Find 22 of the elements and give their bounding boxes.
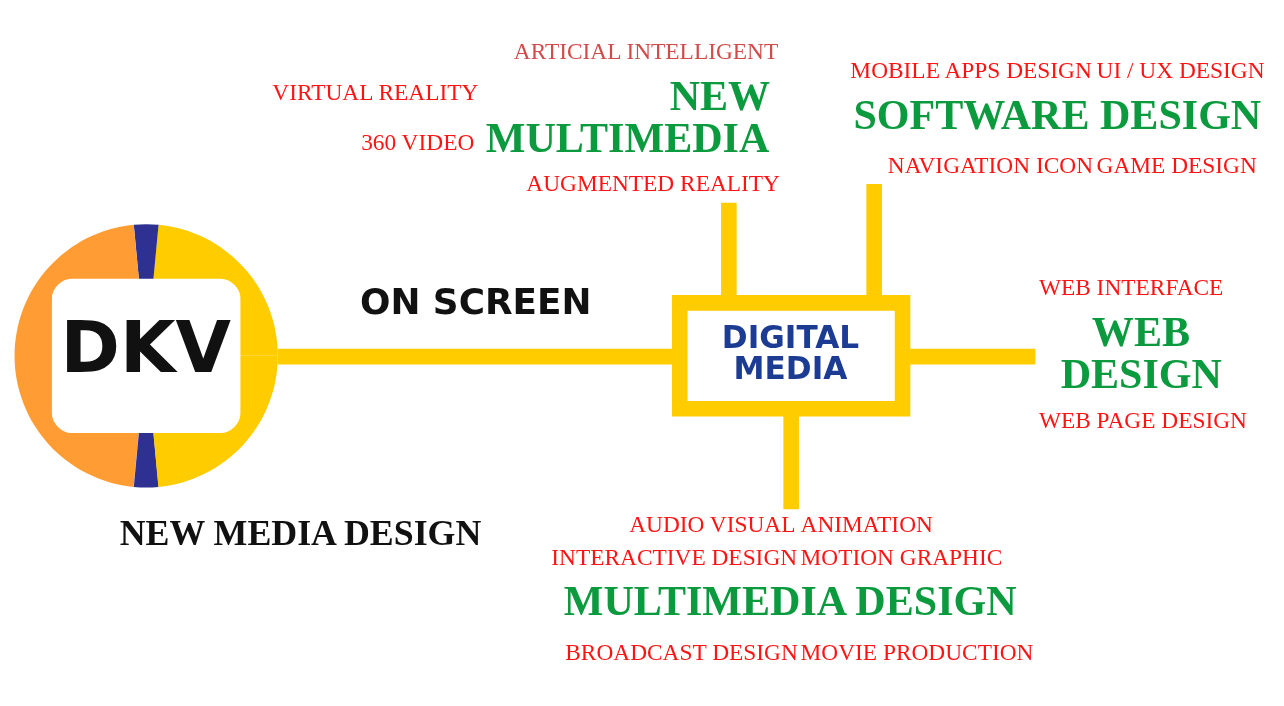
node-label: GAME DESIGN: [1096, 151, 1257, 178]
node-text: WEB DESIGN: [1060, 308, 1222, 397]
node-text: NEW MULTIMEDIA: [485, 72, 771, 161]
node-label: WEB INTERFACE: [1038, 273, 1224, 300]
node-label: MOTION GRAPHIC: [800, 543, 1003, 570]
node-label: VIRTUAL REALITY: [272, 78, 479, 105]
node-text: SOFTWARE DESIGN: [853, 91, 1262, 138]
node-label: BROADCAST DESIGN: [565, 638, 798, 665]
node-label: UI / UX DESIGN: [1096, 56, 1265, 83]
node-label: AUGMENTED REALITY: [526, 169, 780, 196]
node-label: WEB PAGE DESIGN: [1038, 406, 1247, 432]
node-label: NAVIGATION ICON: [887, 151, 1094, 178]
node-label: INTERACTIVE DESIGN: [551, 543, 798, 570]
node-label: 360 VIDEO: [361, 128, 475, 155]
node-label: ANIMATION: [800, 510, 933, 537]
node-label: AUDIO VISUAL: [629, 510, 796, 537]
node-label: MOBILE APPS DESIGN: [850, 56, 1092, 83]
edge-label: ON SCREEN: [359, 280, 592, 322]
node-text: MULTIMEDIA DESIGN: [563, 577, 1017, 624]
node-label: ARTICIAL INTELLIGENT: [513, 37, 779, 64]
label: NEW MEDIA DESIGN: [119, 512, 482, 553]
node-label: MOVIE PRODUCTION: [800, 638, 1034, 665]
